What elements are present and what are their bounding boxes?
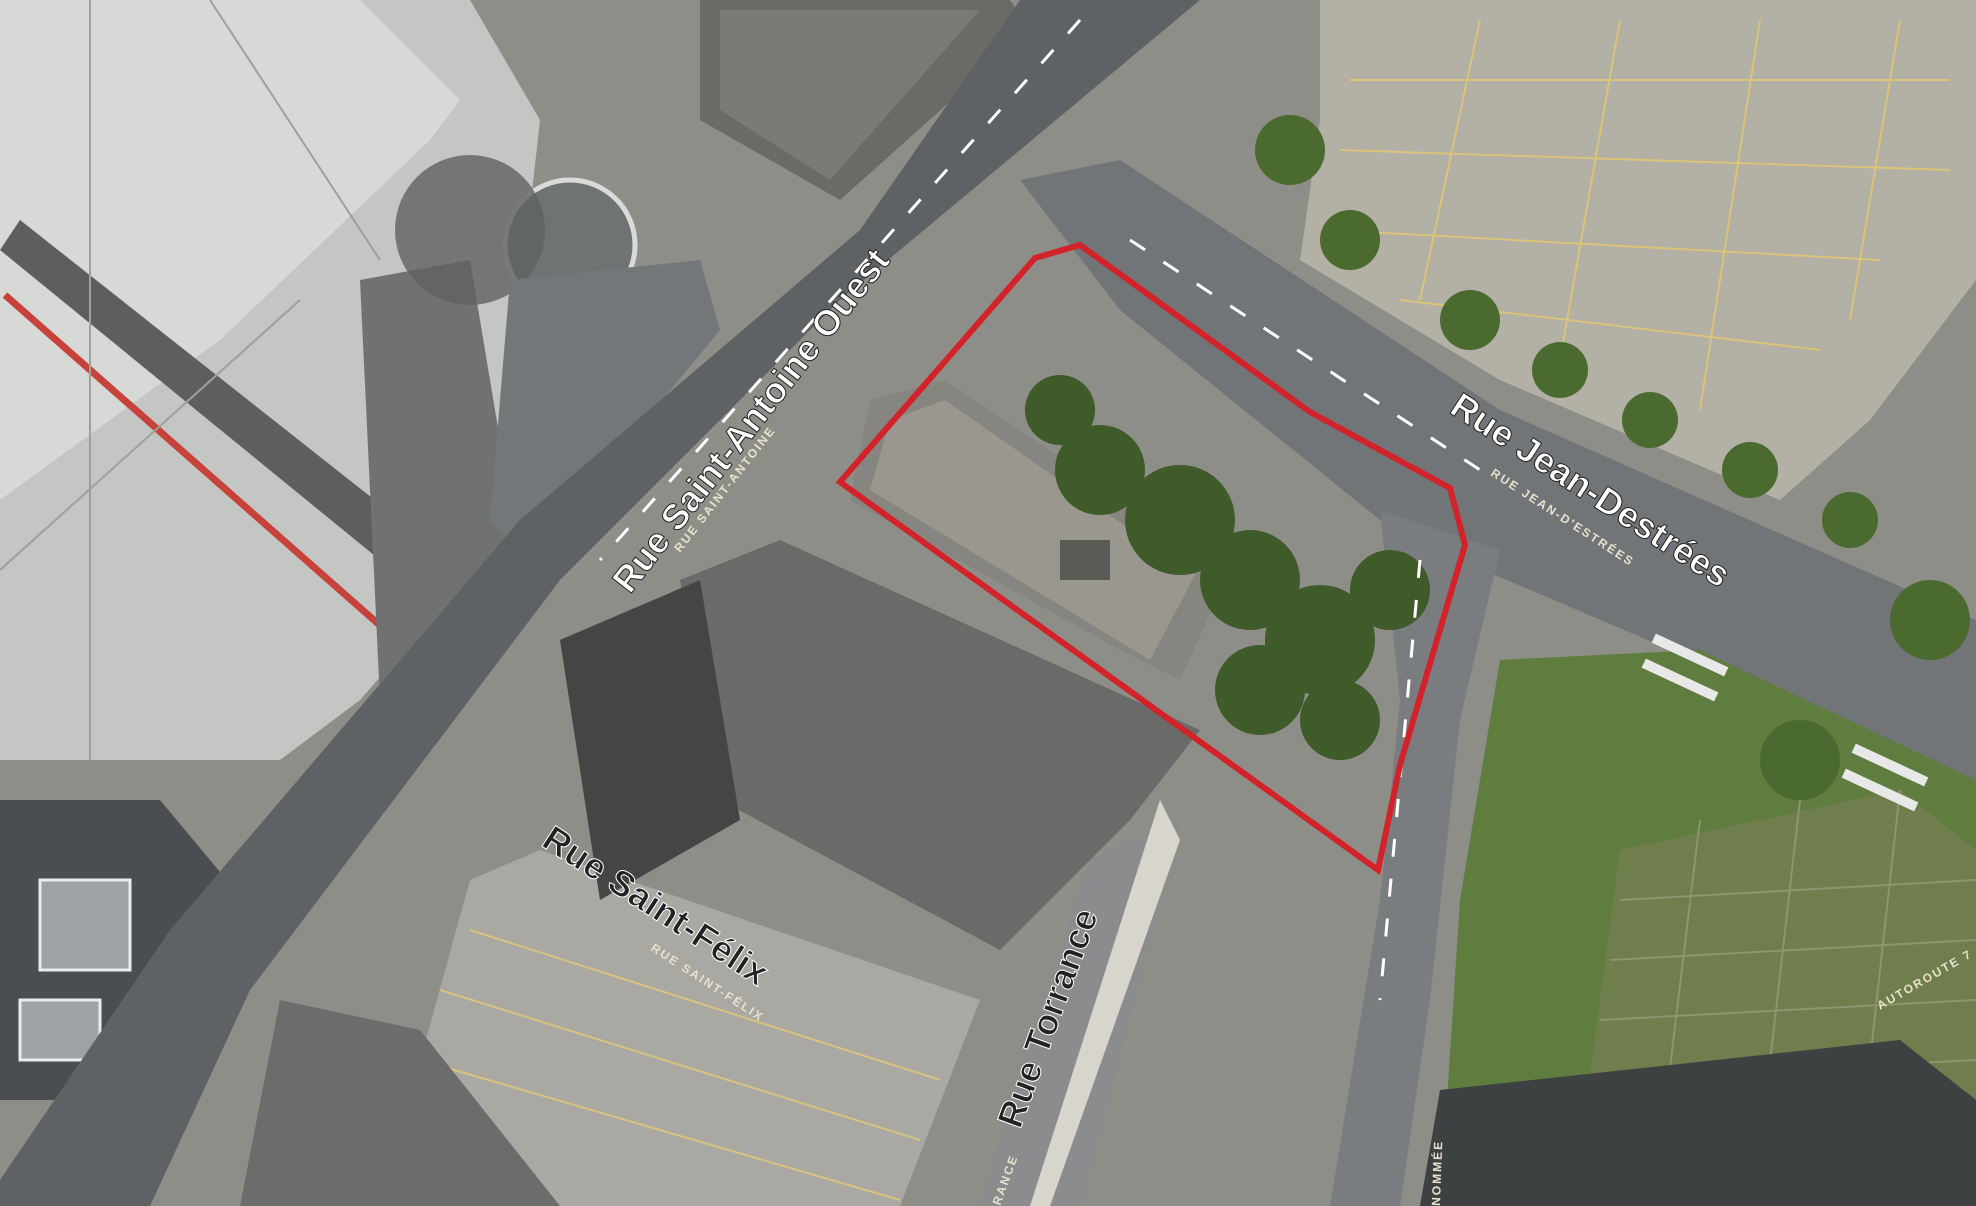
rooftop-box bbox=[1060, 540, 1110, 580]
roof-red-line bbox=[2, 292, 428, 668]
roof-seam bbox=[0, 299, 301, 571]
building-bottom-left bbox=[240, 1000, 560, 1206]
building-inside-site-roof bbox=[870, 400, 1195, 660]
street-trees bbox=[1255, 115, 1970, 800]
hvac-unit bbox=[38, 878, 132, 972]
building-top-middle-roof bbox=[720, 10, 980, 180]
sidewalk-torrance bbox=[1030, 800, 1180, 1206]
tag-nommee: NOMMÉE bbox=[1428, 1140, 1445, 1206]
grey-annex bbox=[490, 260, 720, 560]
lane-markings bbox=[598, 19, 1481, 1001]
crosswalk bbox=[1641, 633, 1929, 812]
parking-lot-top-right bbox=[1300, 0, 1976, 500]
round-shadow bbox=[395, 155, 545, 305]
road-jean-destrees[interactable] bbox=[1020, 160, 1976, 780]
tree-canopy bbox=[1025, 375, 1430, 760]
building-central-large bbox=[680, 540, 1200, 950]
site-boundary-outline[interactable] bbox=[835, 241, 1469, 876]
road-jean-destrees-curve[interactable] bbox=[1330, 510, 1500, 1206]
hvac-unit bbox=[18, 998, 102, 1062]
parking-stripes bbox=[1329, 19, 1951, 411]
roof-left-light-panels bbox=[0, 0, 460, 500]
parking-stripes-bottom bbox=[419, 929, 941, 1201]
dark-building-bottom-right bbox=[1420, 1040, 1976, 1206]
parking-lot-bottom bbox=[380, 850, 980, 1206]
roof-seam bbox=[209, 0, 381, 261]
road-saint-antoine[interactable] bbox=[0, 0, 1200, 1206]
building-central-shadow bbox=[560, 580, 740, 900]
